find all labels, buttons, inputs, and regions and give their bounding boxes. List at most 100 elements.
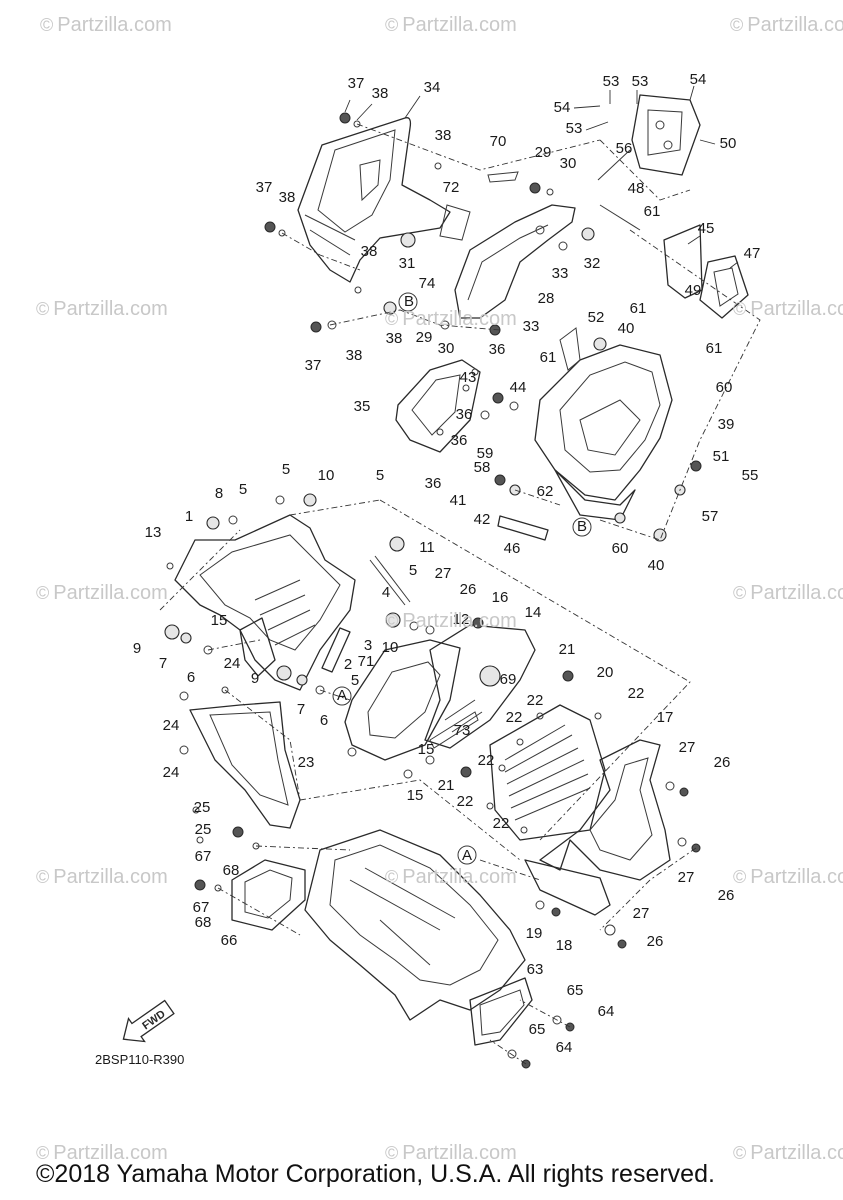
callout-label: 15 bbox=[407, 787, 424, 804]
callout-label: 36 bbox=[451, 432, 468, 449]
callout-label: 1 bbox=[185, 508, 193, 525]
callout-label: 44 bbox=[510, 379, 527, 396]
callout-label: 65 bbox=[529, 1021, 546, 1038]
callout-label: 22 bbox=[493, 815, 510, 832]
callout-label: 73 bbox=[454, 722, 471, 739]
callout-label: 22 bbox=[457, 793, 474, 810]
callout-label: 53 bbox=[566, 120, 583, 137]
callout-label: 10 bbox=[382, 639, 399, 656]
watermark: ©Partzilla.com bbox=[385, 610, 517, 632]
watermark: ©Partzilla.com bbox=[36, 582, 168, 604]
callout-label: 61 bbox=[540, 349, 557, 366]
callout-label: 24 bbox=[163, 764, 180, 781]
callout-label: 37 bbox=[256, 179, 273, 196]
callout-label: 61 bbox=[644, 203, 661, 220]
callout-label: 20 bbox=[597, 664, 614, 681]
callout-label: 12 bbox=[453, 611, 470, 628]
callout-label: 16 bbox=[492, 589, 509, 606]
callout-label: 72 bbox=[443, 179, 460, 196]
callout-label: 29 bbox=[535, 144, 552, 161]
callout-label: 41 bbox=[450, 492, 467, 509]
callout-label: 4 bbox=[382, 584, 390, 601]
callout-label: 50 bbox=[720, 135, 737, 152]
callout-label: 61 bbox=[630, 300, 647, 317]
callout-label: 15 bbox=[418, 741, 435, 758]
callout-label: 38 bbox=[386, 330, 403, 347]
callout-label: 2 bbox=[344, 656, 352, 673]
watermark: ©Partzilla.com bbox=[733, 582, 843, 604]
callout-label: 60 bbox=[612, 540, 629, 557]
callout-label: 19 bbox=[526, 925, 543, 942]
callout-label: 5 bbox=[239, 481, 247, 498]
callout-label: 22 bbox=[628, 685, 645, 702]
callout-label: 22 bbox=[506, 709, 523, 726]
callout-label: 26 bbox=[460, 581, 477, 598]
callout-label: 27 bbox=[435, 565, 452, 582]
callout-label: 27 bbox=[678, 869, 695, 886]
callout-label: 9 bbox=[251, 670, 259, 687]
callout-label: 55 bbox=[742, 467, 759, 484]
watermark: ©Partzilla.com bbox=[40, 14, 172, 36]
upper-cowling-assembly bbox=[297, 94, 749, 541]
callout-label: 6 bbox=[320, 712, 328, 729]
callout-label: 59 bbox=[477, 445, 494, 462]
callout-label: 36 bbox=[425, 475, 442, 492]
copyright-notice: ©2018 Yamaha Motor Corporation, U.S.A. A… bbox=[36, 1160, 715, 1188]
callout-label: 38 bbox=[346, 347, 363, 364]
callout-label: 61 bbox=[706, 340, 723, 357]
callout-label: 18 bbox=[556, 937, 573, 954]
callout-label: 26 bbox=[714, 754, 731, 771]
callout-label: 5 bbox=[282, 461, 290, 478]
callout-label: 68 bbox=[223, 862, 240, 879]
callout-label: 7 bbox=[297, 701, 305, 718]
callout-label: 33 bbox=[523, 318, 540, 335]
watermark: ©Partzilla.com bbox=[36, 298, 168, 320]
watermark: ©Partzilla.com bbox=[385, 1142, 517, 1164]
callout-label: 53 bbox=[632, 73, 649, 90]
callout-label: 63 bbox=[527, 961, 544, 978]
callout-label: 36 bbox=[456, 406, 473, 423]
watermark: ©Partzilla.com bbox=[733, 866, 843, 888]
callout-label: 54 bbox=[554, 99, 571, 116]
callout-label: 52 bbox=[588, 309, 605, 326]
callout-label: 37 bbox=[348, 75, 365, 92]
callout-label: 64 bbox=[598, 1003, 615, 1020]
callout-label: 64 bbox=[556, 1039, 573, 1056]
callout-label: 39 bbox=[718, 416, 735, 433]
watermark: ©Partzilla.com bbox=[385, 14, 517, 36]
callout-label: 26 bbox=[718, 887, 735, 904]
callout-label: 31 bbox=[399, 255, 416, 272]
callout-label: 21 bbox=[559, 641, 576, 658]
callout-label: 22 bbox=[478, 752, 495, 769]
callout-label: 8 bbox=[215, 485, 223, 502]
callout-label: 14 bbox=[525, 604, 542, 621]
callout-label: 40 bbox=[618, 320, 635, 337]
callout-label: 11 bbox=[419, 539, 435, 556]
callout-label: 67 bbox=[195, 848, 212, 865]
callout-label: 62 bbox=[537, 483, 554, 500]
reference-markers bbox=[332, 292, 592, 865]
callout-label: B bbox=[404, 293, 414, 310]
callout-label: 15 bbox=[211, 612, 228, 629]
fwd-arrow: FWD bbox=[122, 999, 175, 1043]
callout-label: 38 bbox=[372, 85, 389, 102]
callout-label: 66 bbox=[221, 932, 238, 949]
diagram-code: 2BSP110-R390 bbox=[95, 1052, 185, 1067]
watermark: ©Partzilla.com bbox=[733, 1142, 843, 1164]
callout-label: 36 bbox=[489, 341, 506, 358]
callout-label: 70 bbox=[490, 133, 507, 150]
callout-label: 24 bbox=[163, 717, 180, 734]
callout-label: 13 bbox=[145, 524, 162, 541]
callout-label: B bbox=[577, 518, 587, 535]
callout-label: A bbox=[462, 847, 472, 864]
callout-label: 54 bbox=[690, 71, 707, 88]
watermark: ©Partzilla.com bbox=[733, 298, 843, 320]
callout-label: 23 bbox=[298, 754, 315, 771]
callout-label: 37 bbox=[305, 357, 322, 374]
callout-label: 25 bbox=[194, 799, 211, 816]
callout-label: 40 bbox=[648, 557, 665, 574]
leader-lines bbox=[159, 85, 761, 1065]
callout-label: 46 bbox=[504, 540, 521, 557]
callout-label: 47 bbox=[744, 245, 761, 262]
